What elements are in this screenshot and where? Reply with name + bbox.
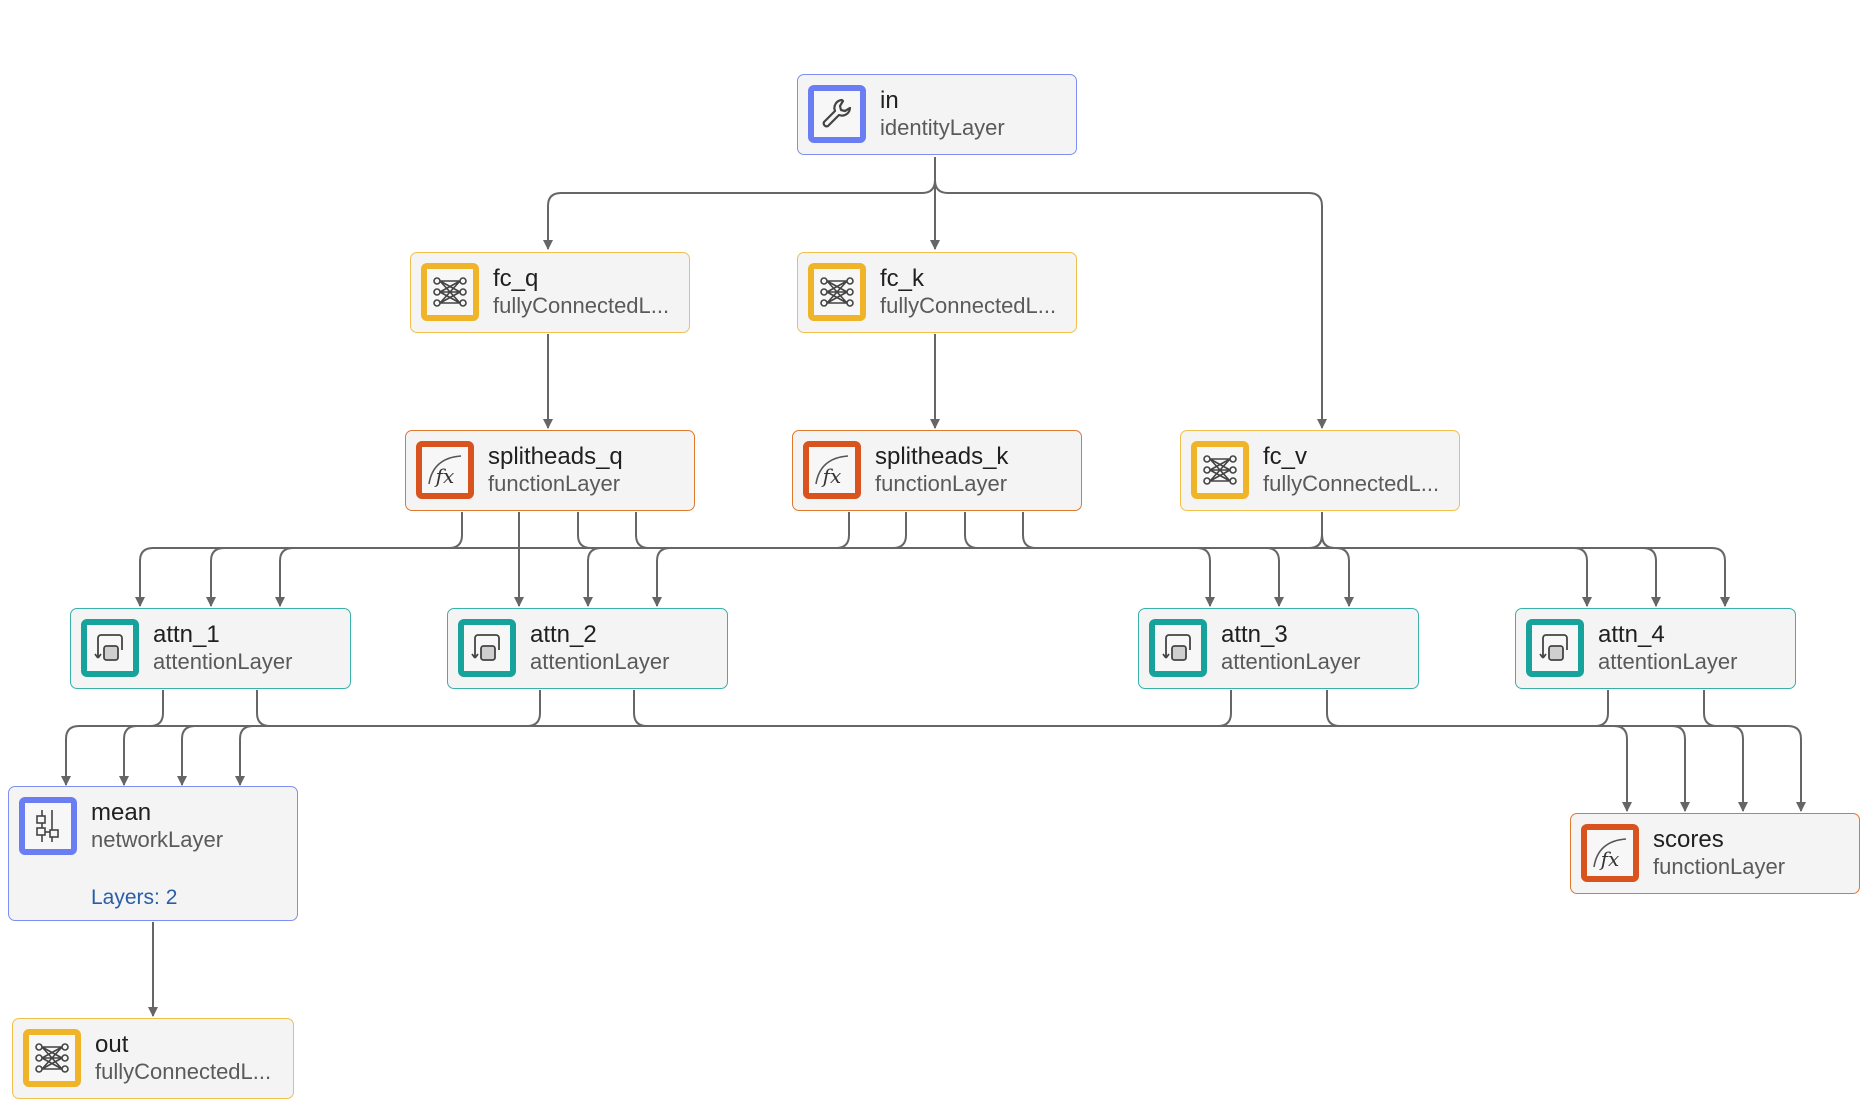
network-icon — [19, 797, 77, 855]
node-type: fullyConnectedL... — [95, 1059, 272, 1084]
node-type: fullyConnectedL... — [493, 293, 670, 318]
node-type: identityLayer — [880, 115, 1005, 140]
node-type: attentionLayer — [1221, 649, 1361, 674]
node-out[interactable]: out fullyConnectedL... — [12, 1018, 294, 1099]
attention-icon — [81, 619, 139, 677]
fully-connected-icon — [421, 263, 479, 321]
edge-sq-attn4 — [635, 512, 1592, 607]
fully-connected-icon — [23, 1029, 81, 1087]
edge-fcv-attn1 — [275, 512, 1323, 607]
node-mean[interactable]: mean networkLayer Layers: 2 — [8, 786, 298, 921]
edge-attn4-scores — [1703, 690, 1806, 812]
node-attn_2[interactable]: attn_2 attentionLayer — [447, 608, 728, 689]
edge-attn3-mean — [177, 690, 1232, 786]
node-scores[interactable]: fx scores functionLayer — [1570, 813, 1860, 894]
node-splitheads_q[interactable]: fx splitheads_q functionLayer — [405, 430, 695, 511]
edge-attn4-mean — [235, 690, 1609, 786]
edge-sq-attn3 — [577, 512, 1215, 607]
node-name: mean — [91, 799, 152, 826]
edge-in-fc_q — [543, 157, 936, 250]
node-name: splitheads_q — [488, 443, 623, 470]
attention-icon — [458, 619, 516, 677]
node-type: functionLayer — [1653, 854, 1786, 879]
node-fc_q[interactable]: fc_q fullyConnectedL... — [410, 252, 690, 333]
edge-attn2-mean — [119, 690, 541, 786]
node-fc_k[interactable]: fc_k fullyConnectedL... — [797, 252, 1077, 333]
node-in[interactable]: in identityLayer — [797, 74, 1077, 155]
node-type: functionLayer — [488, 471, 621, 496]
node-name: fc_k — [880, 265, 925, 292]
node-name: attn_1 — [153, 621, 220, 648]
function-fx-icon: fx — [416, 441, 474, 499]
node-name: attn_4 — [1598, 621, 1665, 648]
edge-fcv-attn3 — [1321, 512, 1354, 607]
edge-attn1-mean — [61, 690, 164, 786]
node-type: attentionLayer — [530, 649, 670, 674]
node-type: fullyConnectedL... — [1263, 471, 1440, 496]
node-name: out — [95, 1031, 129, 1058]
fully-connected-icon — [1191, 441, 1249, 499]
edge-in-fc_v — [934, 157, 1327, 429]
edge-sq-attn1 — [135, 512, 463, 607]
edge-sk-attn3 — [964, 512, 1284, 607]
node-name: fc_v — [1263, 443, 1308, 470]
svg-text:fx: fx — [1599, 847, 1620, 871]
node-type: attentionLayer — [153, 649, 293, 674]
svg-text:fx: fx — [434, 464, 455, 488]
edge-sk-attn1 — [206, 512, 850, 607]
node-type: functionLayer — [875, 471, 1008, 496]
fully-connected-icon — [808, 263, 866, 321]
edge-fcv-attn4 — [1321, 512, 1730, 607]
node-name: fc_q — [493, 265, 539, 292]
function-fx-icon: fx — [803, 441, 861, 499]
function-fx-icon: fx — [1581, 824, 1639, 882]
node-type: fullyConnectedL... — [880, 293, 1057, 318]
node-name: attn_2 — [530, 621, 597, 648]
node-type: networkLayer — [91, 827, 224, 852]
node-name: scores — [1653, 826, 1724, 853]
node-attn_3[interactable]: attn_3 attentionLayer — [1138, 608, 1419, 689]
node-splitheads_k[interactable]: fx splitheads_k functionLayer — [792, 430, 1082, 511]
node-name: splitheads_k — [875, 443, 1009, 470]
layers-count-link[interactable]: Layers: 2 — [91, 886, 178, 909]
attention-icon — [1526, 619, 1584, 677]
node-name: attn_3 — [1221, 621, 1288, 648]
node-attn_4[interactable]: attn_4 attentionLayer — [1515, 608, 1796, 689]
attention-icon — [1149, 619, 1207, 677]
node-attn_1[interactable]: attn_1 attentionLayer — [70, 608, 351, 689]
edge-fcv-attn2 — [652, 512, 1323, 607]
node-fc_v[interactable]: fc_v fullyConnectedL... — [1180, 430, 1460, 511]
edge-attn1-scores — [256, 690, 1632, 812]
node-name: in — [880, 87, 899, 114]
svg-text:fx: fx — [821, 464, 842, 488]
edge-attn3-scores — [1326, 690, 1748, 812]
edge-sk-attn4 — [1022, 512, 1661, 607]
wrench-icon — [808, 85, 866, 143]
node-type: attentionLayer — [1598, 649, 1738, 674]
edge-attn2-scores — [633, 690, 1690, 812]
